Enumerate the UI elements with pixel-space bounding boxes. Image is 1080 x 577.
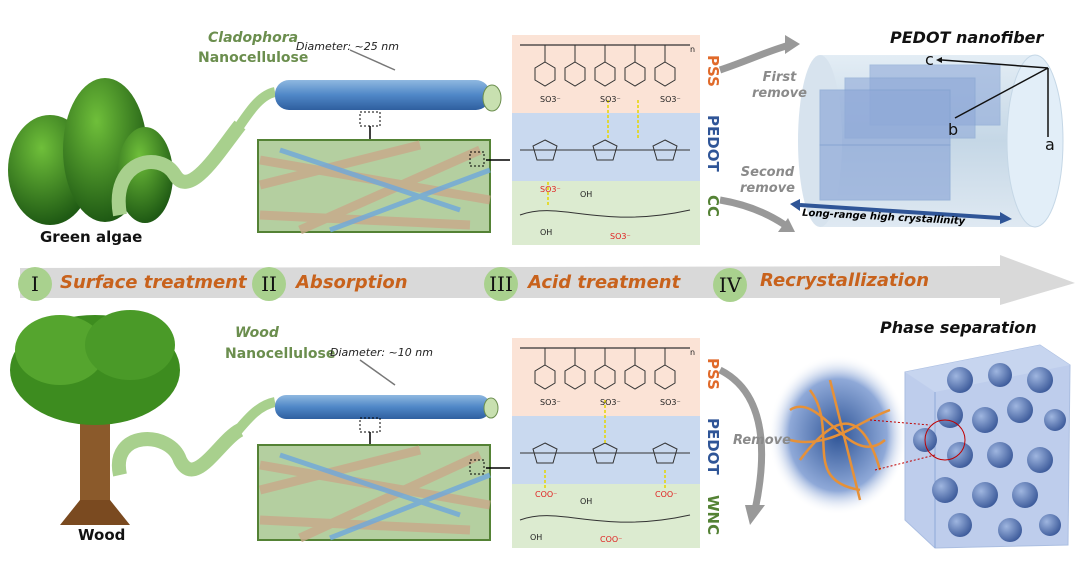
top-diameter-label: Diameter: ~25 nm xyxy=(296,40,399,53)
oh-group: OH xyxy=(530,533,543,542)
oh-group: OH xyxy=(580,190,593,199)
process-arrow xyxy=(20,255,1075,305)
first-remove-arrow xyxy=(718,41,791,74)
cladophora-nanocellulose-label: Nanocellulose xyxy=(198,50,309,66)
green-algae-illustration xyxy=(8,78,246,225)
phase-separation-title: Phase separation xyxy=(880,318,1037,337)
step-1-label: Surface treatment xyxy=(60,272,247,293)
axis-c-label: c xyxy=(925,50,934,69)
second-remove-arrow xyxy=(719,196,787,228)
coo-group: COO⁻ xyxy=(655,490,678,499)
so3-group: SO3⁻ xyxy=(600,398,621,407)
bottom-diameter-label: Diameter: ~10 nm xyxy=(330,346,433,359)
first-remove-line2: remove xyxy=(752,86,807,101)
wnc-label: WNC xyxy=(704,495,722,536)
wood-fiber xyxy=(226,359,510,543)
repeat-n: n xyxy=(690,45,696,54)
step-4-numeral: IV xyxy=(713,268,747,302)
coo-group: COO⁻ xyxy=(535,490,558,499)
pss-label: PSS xyxy=(704,55,722,87)
step-4-label: Recrystallization xyxy=(760,270,930,291)
wood-label-italic: Wood xyxy=(235,325,279,341)
wood-nanocellulose-label: Nanocellulose xyxy=(225,346,336,362)
so3-group-red: SO3⁻ xyxy=(540,185,561,194)
axis-a-label: a xyxy=(1045,135,1055,154)
so3-group: SO3⁻ xyxy=(600,95,621,104)
axis-b-label: b xyxy=(948,120,959,139)
step-1-numeral: I xyxy=(18,267,52,301)
wood-label: Wood xyxy=(78,526,126,544)
second-remove-line1: Second xyxy=(740,165,795,180)
oh-group: OH xyxy=(540,228,553,237)
pedot-nanofiber-title: PEDOT nanofiber xyxy=(890,28,1044,47)
step-2-numeral: II xyxy=(252,267,286,301)
cladophora-label: Cladophora xyxy=(208,30,299,46)
tree-illustration xyxy=(10,310,244,525)
so3-group: SO3⁻ xyxy=(660,95,681,104)
remove-label: Remove xyxy=(733,433,791,448)
pedot-nanofiber-cylinder xyxy=(790,54,1064,228)
pss-label: PSS xyxy=(704,358,722,390)
so3-group: SO3⁻ xyxy=(540,95,561,104)
step-3-label: Acid treatment xyxy=(528,272,681,293)
step-2-label: Absorption xyxy=(296,272,408,293)
cladophora-fiber xyxy=(225,49,510,235)
phase-separation-illustration xyxy=(768,344,1071,549)
so3-group: SO3⁻ xyxy=(660,398,681,407)
pedot-label: PEDOT xyxy=(704,418,722,475)
so3-group: SO3⁻ xyxy=(540,398,561,407)
coo-group: COO⁻ xyxy=(600,535,623,544)
oh-group: OH xyxy=(580,497,593,506)
top-chemistry-panel xyxy=(512,35,700,245)
pedot-label: PEDOT xyxy=(704,115,722,172)
first-remove-line1: First xyxy=(762,70,797,85)
second-remove-line2: remove xyxy=(740,181,795,196)
remove-arrow xyxy=(718,366,766,511)
bottom-chemistry-panel xyxy=(512,338,700,548)
so3-group-red: SO3⁻ xyxy=(610,232,631,241)
green-algae-label: Green algae xyxy=(40,228,143,246)
cc-label: CC xyxy=(704,195,722,218)
step-3-numeral: III xyxy=(484,267,518,301)
repeat-n: n xyxy=(690,348,696,357)
